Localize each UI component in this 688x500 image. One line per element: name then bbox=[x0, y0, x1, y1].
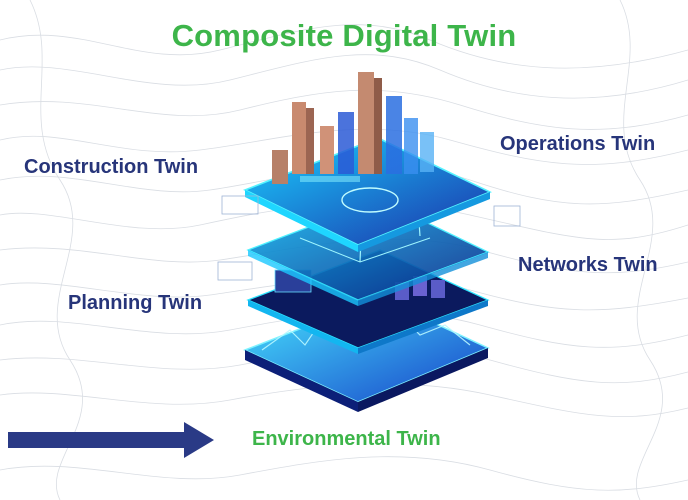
label-environmental-twin: Environmental Twin bbox=[252, 428, 441, 450]
label-networks-twin: Networks Twin bbox=[518, 254, 658, 276]
diagram-title: Composite Digital Twin bbox=[171, 18, 517, 53]
label-operations-twin: Operations Twin bbox=[500, 133, 656, 155]
arrow-right-icon bbox=[8, 422, 214, 458]
label-construction-twin: Construction Twin bbox=[24, 156, 199, 178]
decorative-panels bbox=[217, 195, 521, 281]
networks-layer bbox=[246, 199, 490, 306]
city-layer bbox=[243, 72, 492, 252]
label-planning-twin: Planning Twin bbox=[68, 292, 203, 314]
